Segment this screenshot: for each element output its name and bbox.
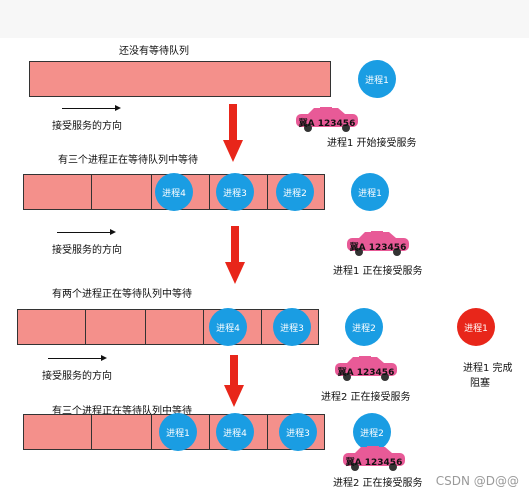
down-arrow-1 [223, 104, 243, 162]
taxi-icon: 冀A 123456 [341, 230, 415, 257]
top-band [0, 0, 529, 38]
stage3-caption: 有两个进程正在等待队列中等待 [52, 289, 192, 300]
queue-slot [86, 310, 146, 344]
stage2-status: 进程1 正在接受服务 [333, 266, 423, 277]
queue-slot [210, 175, 268, 209]
direction-arrowhead [115, 105, 121, 111]
process2-circle: 进程2 [276, 173, 314, 211]
process4-circle: 进程4 [155, 173, 193, 211]
taxi-icon: 冀A 123456 [329, 355, 403, 382]
queue-slot [146, 310, 204, 344]
plate-text: 冀A 123456 [337, 368, 395, 378]
process2-circle: 进程2 [345, 308, 383, 346]
direction-arrow-line [57, 232, 111, 233]
direction-label: 接受服务的方向 [52, 121, 122, 132]
direction-label: 接受服务的方向 [52, 245, 122, 256]
queue-stage3 [17, 309, 319, 345]
queue-slot [152, 175, 210, 209]
direction-arrow-line [62, 108, 116, 109]
down-arrow-3 [224, 355, 244, 407]
process4-circle: 进程4 [209, 308, 247, 346]
queue-slot [24, 415, 92, 449]
plate-text: 冀A 123456 [349, 243, 407, 253]
process1-blocked-circle: 进程1 [457, 308, 495, 346]
queue-empty [29, 61, 331, 97]
process1-circle: 进程1 [358, 60, 396, 98]
stage1-caption: 还没有等待队列 [119, 46, 189, 57]
taxi-icon: 冀A 123456 [290, 106, 364, 133]
process3-circle: 进程3 [216, 173, 254, 211]
queue-slot [92, 415, 152, 449]
stage3-blocked-line1: 进程1 完成 [463, 363, 513, 374]
watermark: CSDN @D@@ [435, 474, 519, 488]
stage1-status: 进程1 开始接受服务 [327, 138, 417, 149]
stage2-caption: 有三个进程正在等待队列中等待 [58, 155, 198, 166]
down-arrow-2 [225, 226, 245, 284]
queue-slot [18, 310, 86, 344]
process3-circle: 进程3 [273, 308, 311, 346]
queue-slot [204, 310, 262, 344]
queue-slot [24, 175, 92, 209]
process3-circle: 进程3 [279, 413, 317, 451]
direction-arrowhead [101, 355, 107, 361]
process1-circle: 进程1 [351, 173, 389, 211]
process4-circle: 进程4 [216, 413, 254, 451]
direction-label: 接受服务的方向 [42, 371, 112, 382]
plate-text: 冀A 123456 [345, 458, 403, 468]
taxi-icon: 冀A 123456 [337, 445, 411, 472]
process1-circle: 进程1 [159, 413, 197, 451]
stage3-status: 进程2 正在接受服务 [321, 392, 411, 403]
queue-slot [152, 415, 210, 449]
plate-text: 冀A 123456 [298, 119, 356, 129]
stage4-caption: 有三个进程正在等待队列中等待 [52, 406, 192, 417]
queue-slot [210, 415, 268, 449]
process2-circle: 进程2 [353, 413, 391, 451]
direction-arrowhead [110, 229, 116, 235]
direction-arrow-line [48, 358, 102, 359]
stage3-blocked-line2: 阻塞 [470, 378, 490, 389]
stage4-status: 进程2 正在接受服务 [333, 478, 423, 489]
queue-slot [92, 175, 152, 209]
